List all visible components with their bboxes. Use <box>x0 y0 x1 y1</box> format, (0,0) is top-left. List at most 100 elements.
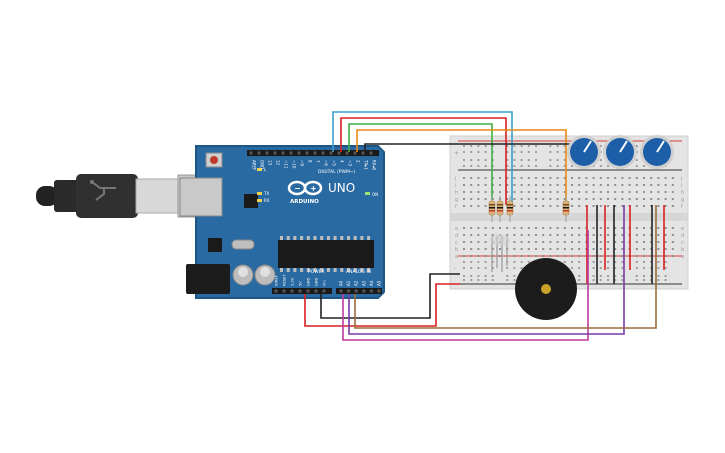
resistor-band <box>489 210 495 212</box>
digital-pin-label: TX▸1 <box>364 159 369 170</box>
row-letter: f <box>455 204 457 210</box>
potentiometer-indicator <box>656 140 665 153</box>
wire-orange[interactable] <box>356 129 567 205</box>
row-letter: h <box>681 190 684 196</box>
power-pin-label: RESET <box>283 274 287 286</box>
digital-pin-label: ~9 <box>300 160 305 166</box>
row-letter: f <box>681 204 683 210</box>
potentiometer-indicator <box>619 140 628 153</box>
power-pin-label: Vin <box>323 280 327 286</box>
wire-green[interactable] <box>348 123 493 200</box>
row-letter: h <box>455 190 458 196</box>
piezo-buzzer <box>515 258 577 320</box>
wire-blue[interactable] <box>332 111 513 205</box>
resistor-band <box>497 204 503 206</box>
power-pin-label: 5V <box>299 281 303 286</box>
row-letter: j <box>680 176 682 182</box>
digital-pin-label: ~3 <box>348 160 353 166</box>
rail-minus-label: - <box>454 265 456 272</box>
row-letter: i <box>681 183 682 189</box>
row-letter: d <box>681 233 684 239</box>
digital-pin-label: GND <box>260 160 265 169</box>
resistor-band <box>507 210 513 212</box>
on-led-label: ON <box>372 192 378 197</box>
resistor-band <box>507 207 513 209</box>
l-led-label: L <box>264 167 267 172</box>
row-letter: b <box>455 247 458 253</box>
row-letter: c <box>455 240 458 246</box>
analog-header-label: ANALOG IN <box>346 269 371 275</box>
digital-pin-label: ~6 <box>324 160 329 166</box>
wire-red-top[interactable] <box>340 117 507 205</box>
power-pin-label: IOREF <box>275 275 279 286</box>
svg-text:−: − <box>294 184 301 193</box>
resistor-band <box>563 204 569 206</box>
rgb-led <box>490 234 510 272</box>
digital-pin-label: ~10 <box>292 160 297 169</box>
arduino-logo: − + ARDUINO UNO <box>287 180 355 205</box>
resistors <box>488 196 570 222</box>
analog-header <box>336 288 382 294</box>
resistor-band <box>507 204 513 206</box>
digital-header <box>247 150 379 156</box>
arduino-logo-text: ARDUINO <box>290 199 319 205</box>
power-pin-label: GND <box>307 278 311 286</box>
digital-pin-label: RX◂0 <box>372 160 377 171</box>
digital-pin-label: 8 <box>308 160 313 163</box>
digital-pin-label: 7 <box>316 160 321 163</box>
row-letter: g <box>681 197 684 203</box>
potentiometer-indicator <box>583 140 592 153</box>
resistor-band <box>497 210 503 212</box>
resistor-band <box>489 204 495 206</box>
digital-pin-label: 4 <box>340 160 345 163</box>
wire-brown[interactable] <box>354 205 657 329</box>
row-letter: g <box>455 197 458 203</box>
resistor-band <box>563 207 569 209</box>
row-letter: e <box>455 226 458 232</box>
wires <box>304 111 665 341</box>
svg-text:+: + <box>310 184 317 193</box>
analog-pin-label: A0 <box>339 280 344 286</box>
resistor-band <box>489 207 495 209</box>
potentiometers <box>567 135 674 169</box>
wire-purple[interactable] <box>348 205 625 335</box>
digital-pin-label: ~5 <box>332 160 337 166</box>
analog-pin-label: A5 <box>377 280 382 286</box>
row-letter: j <box>454 176 456 182</box>
power-jack <box>186 264 230 294</box>
digital-pin-label: ~11 <box>284 160 289 169</box>
row-letter: b <box>681 247 684 253</box>
digital-header-label: DIGITAL (PWM~) <box>318 169 356 175</box>
power-header-label: POWER <box>308 269 325 275</box>
usb-socket <box>179 177 223 217</box>
analog-pin-label: A4 <box>369 280 374 286</box>
power-pin-label: 3.3V <box>291 277 295 286</box>
analog-pin-label: A1 <box>346 280 351 286</box>
digital-pin-label: AREF <box>252 160 257 171</box>
resistor-band <box>497 207 503 209</box>
row-letter: e <box>681 226 684 232</box>
atmega-chip <box>278 240 374 268</box>
power-header <box>272 288 332 294</box>
analog-pin-label: A2 <box>354 280 359 286</box>
digital-pin-label: 13 <box>268 160 273 166</box>
wire-red-power[interactable] <box>304 283 460 327</box>
rx-led-label: RX <box>264 198 270 203</box>
wire-magenta[interactable] <box>342 230 589 341</box>
row-letter: c <box>681 240 684 246</box>
row-letter: a <box>681 254 684 260</box>
uno-brand: UNO <box>328 181 355 195</box>
rail-plus-label: + <box>454 150 459 157</box>
digital-pin-label: 12 <box>276 160 281 166</box>
tx-led-label: TX <box>263 191 269 196</box>
digital-pin-label: 2 <box>356 160 361 163</box>
row-letter: a <box>455 254 458 260</box>
row-letter: i <box>455 183 456 189</box>
resistor-band <box>563 210 569 212</box>
row-letter: d <box>455 233 458 239</box>
wire-black-power[interactable] <box>320 273 460 319</box>
power-pin-label: GND <box>315 278 319 286</box>
analog-pin-label: A3 <box>361 280 366 286</box>
